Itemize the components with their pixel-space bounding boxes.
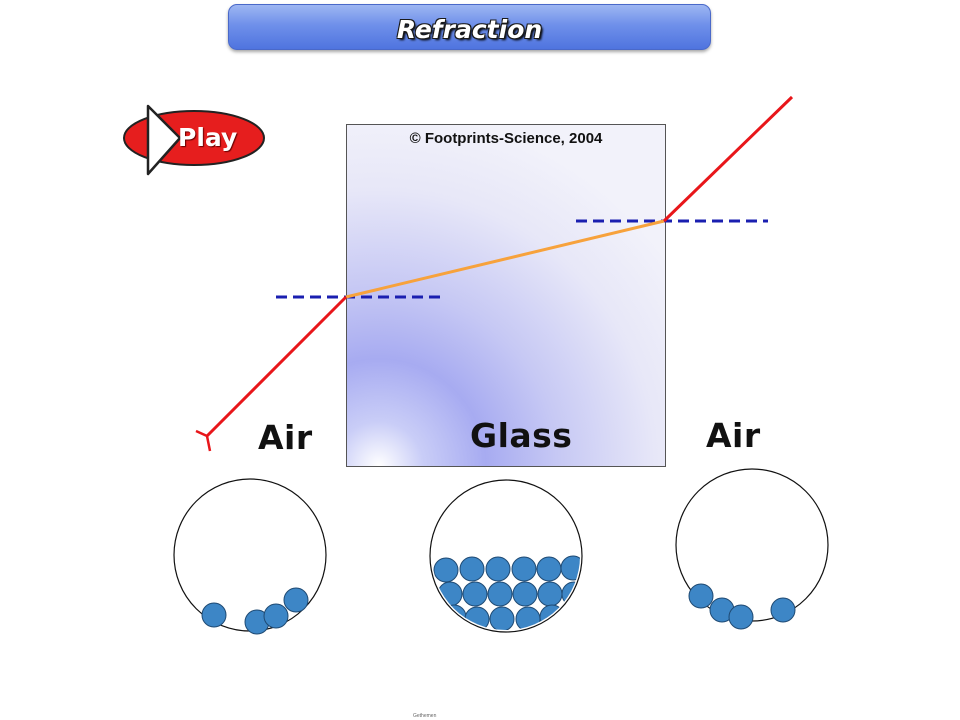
particle: [728, 604, 754, 630]
ray-arrow-icon: [195, 429, 212, 452]
particle: [485, 556, 511, 582]
particles-glass: [433, 555, 580, 630]
particle: [536, 556, 562, 582]
particle: [462, 581, 488, 607]
footer-note: Gethemen: [413, 713, 437, 719]
label-glass: Glass: [470, 416, 573, 455]
particle: [433, 557, 459, 583]
particles-air-right: [688, 583, 796, 630]
page-title: Refraction: [396, 15, 543, 44]
glass-block: [346, 124, 666, 467]
play-triangle-icon[interactable]: [146, 104, 182, 176]
refracted-ray: [345, 219, 665, 299]
play-button[interactable]: [118, 102, 268, 178]
particle: [459, 556, 485, 582]
copyright-text: © Footprints-Science, 2004: [409, 130, 603, 147]
particles-air-left: [201, 587, 309, 635]
particle: [263, 603, 289, 629]
particle: [201, 602, 227, 628]
particle: [489, 606, 515, 630]
label-air-left: Air: [258, 418, 313, 457]
particle: [487, 581, 513, 607]
particle: [512, 581, 538, 607]
label-air-right: Air: [706, 416, 761, 455]
emergent-ray-right: [662, 95, 794, 223]
title-banner: Refraction: [228, 4, 711, 50]
play-label[interactable]: Play: [178, 123, 238, 152]
particle: [770, 597, 796, 623]
particle: [283, 587, 309, 613]
particle: [688, 583, 714, 609]
particle: [537, 581, 563, 607]
incident-ray-left: [205, 295, 348, 438]
particle: [511, 556, 537, 582]
